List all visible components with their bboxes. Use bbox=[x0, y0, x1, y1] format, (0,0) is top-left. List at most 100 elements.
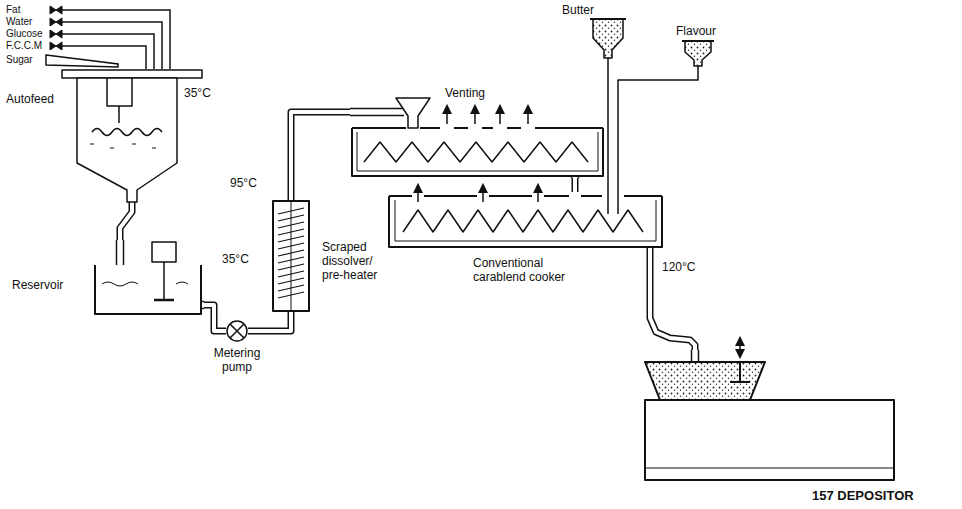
metering-pump: Metering pump bbox=[226, 320, 248, 342]
depositor-ledge bbox=[645, 468, 894, 469]
equipment-label: 157 DEPOSITOR bbox=[812, 488, 914, 503]
equipment-shape bbox=[92, 240, 204, 316]
cooker-unit: Conventional carablend cooker bbox=[388, 192, 663, 248]
piston-rod bbox=[730, 362, 750, 382]
motor-box bbox=[152, 242, 176, 262]
equipment-label: Butter bbox=[562, 3, 594, 17]
equipment-label: Reservoir bbox=[12, 278, 63, 292]
pipe-bore bbox=[120, 202, 132, 240]
pipe-connector bbox=[291, 112, 350, 200]
vapour-arrow bbox=[474, 106, 476, 124]
equipment-label: Venting bbox=[445, 86, 485, 100]
venting-pan bbox=[352, 128, 603, 176]
valve-symbol bbox=[50, 6, 62, 14]
temperature-label: 95°C bbox=[230, 176, 257, 190]
ingredient-inlet bbox=[608, 192, 618, 214]
depositor-hopper bbox=[645, 362, 765, 400]
hopper-body bbox=[77, 78, 177, 202]
temperature-label: 35°C bbox=[184, 86, 211, 100]
pipe-wall bbox=[607, 58, 609, 192]
pipe-wall bbox=[204, 305, 226, 331]
reservoir-tank bbox=[95, 265, 201, 314]
outlet-pipe bbox=[201, 302, 204, 309]
butter-hopper bbox=[593, 19, 623, 58]
pipe-connector bbox=[608, 58, 609, 192]
input-label: F.C.C.M bbox=[6, 40, 42, 52]
pipe-connector bbox=[204, 305, 226, 331]
hopper-rim bbox=[590, 18, 626, 20]
agitator-shaft bbox=[163, 262, 165, 300]
equipment-label: Conventional carablend cooker bbox=[473, 256, 585, 284]
pipe-bore bbox=[291, 112, 350, 200]
autofeed-unit: Autofeed bbox=[62, 68, 202, 202]
equipment-shape bbox=[226, 320, 248, 342]
equipment-shape bbox=[272, 200, 310, 312]
vapour-arrow bbox=[417, 185, 419, 202]
inlet-pipe bbox=[350, 109, 404, 116]
stirrer-rod bbox=[118, 106, 120, 123]
flavour-unit: Flavour bbox=[684, 40, 712, 66]
pipe-connector bbox=[120, 202, 132, 240]
equipment-label: Metering pump bbox=[202, 346, 272, 374]
feed-funnel bbox=[396, 98, 430, 128]
heater-shaft bbox=[291, 201, 292, 311]
liquid-level bbox=[102, 282, 188, 286]
pan-lid bbox=[352, 127, 603, 129]
equipment-label: Autofeed bbox=[6, 92, 54, 106]
pipe-connector bbox=[650, 248, 695, 350]
sugar-chute bbox=[46, 55, 118, 67]
valve-symbol bbox=[50, 18, 62, 26]
pre-heater-unit: Scraped dissolver/ pre-heater bbox=[272, 200, 310, 312]
depositor-body bbox=[645, 400, 894, 480]
equipment-shape bbox=[388, 192, 663, 248]
flavour-hopper bbox=[685, 41, 711, 66]
hopper-lid bbox=[62, 70, 202, 78]
pipe-wall bbox=[291, 112, 350, 200]
inlet-pipe bbox=[692, 350, 699, 362]
pan-wall bbox=[357, 132, 598, 171]
pipe-wall bbox=[650, 248, 695, 350]
pipe-bore bbox=[204, 305, 226, 331]
cooker-wall bbox=[395, 200, 656, 241]
heating-element bbox=[403, 210, 643, 232]
equipment-shape bbox=[592, 18, 624, 58]
equipment-shape bbox=[640, 350, 895, 482]
pipe-wall bbox=[120, 202, 132, 240]
depositor-unit: 157 DEPOSITOR bbox=[640, 350, 895, 482]
pipe-wall bbox=[618, 66, 698, 192]
input-label: Water bbox=[6, 16, 32, 28]
equipment-label: Flavour bbox=[676, 24, 716, 38]
valve-symbol bbox=[50, 42, 62, 50]
hopper-rim bbox=[682, 40, 714, 42]
product-dots bbox=[90, 144, 156, 148]
cooker-lid bbox=[389, 195, 662, 197]
valve-symbol bbox=[50, 30, 62, 38]
butter-unit: Butter bbox=[592, 18, 624, 58]
pipe-bore bbox=[650, 248, 695, 350]
venting-unit: Venting bbox=[350, 82, 605, 178]
input-label: Sugar bbox=[6, 54, 33, 66]
pipe-connector bbox=[618, 66, 698, 192]
equipment-label: Scraped dissolver/ pre-heater bbox=[322, 240, 388, 282]
reservoir-unit: Reservoir bbox=[92, 240, 204, 316]
outlet-pipe bbox=[572, 176, 579, 178]
equipment-shape bbox=[62, 68, 202, 202]
pipe-connector bbox=[248, 312, 291, 331]
piston-stroke bbox=[739, 338, 741, 357]
mixer-coil bbox=[92, 129, 162, 136]
pipe-bore bbox=[248, 312, 291, 331]
cooker-pan bbox=[389, 196, 662, 247]
equipment-shape bbox=[684, 40, 712, 66]
temperature-label: 35°C bbox=[222, 252, 249, 266]
pipe-wall bbox=[572, 178, 579, 192]
pipe-wall bbox=[248, 312, 291, 331]
outlet-pipe bbox=[647, 247, 654, 248]
vapour-arrow bbox=[446, 106, 448, 124]
heating-element bbox=[364, 142, 588, 162]
heater-cylinder bbox=[273, 201, 309, 311]
pump-cross bbox=[230, 324, 244, 338]
input-label: Fat bbox=[6, 4, 20, 16]
agitator-blade bbox=[154, 299, 174, 302]
pump-symbol bbox=[227, 321, 247, 341]
